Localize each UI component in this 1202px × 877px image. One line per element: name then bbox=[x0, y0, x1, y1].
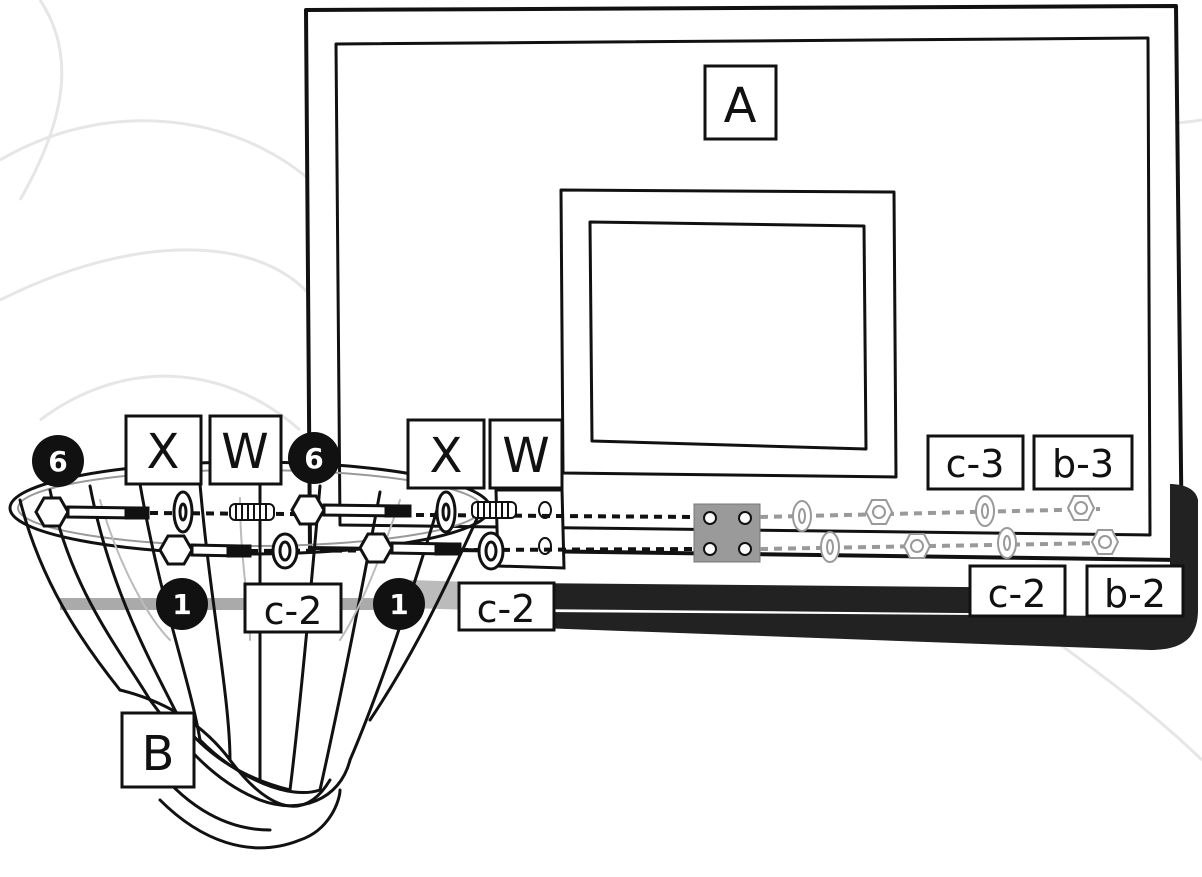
net bbox=[18, 482, 482, 850]
callout-1-right: 1 bbox=[373, 578, 425, 630]
svg-text:c-2: c-2 bbox=[477, 587, 536, 631]
svg-text:c-2: c-2 bbox=[264, 589, 323, 633]
label-spring-w-right: W bbox=[488, 418, 564, 490]
svg-text:b-2: b-2 bbox=[1104, 572, 1166, 616]
target-square-inner bbox=[588, 220, 868, 451]
spring-w-left bbox=[229, 503, 275, 521]
label-rim-b: B bbox=[120, 711, 196, 789]
quantity-callouts: 6 6 1 1 bbox=[32, 432, 425, 630]
callout-6-right: 6 bbox=[288, 432, 340, 484]
bolt-6-left bbox=[34, 496, 150, 528]
label-c2-right: c-2 bbox=[968, 564, 1067, 618]
svg-text:c-3: c-3 bbox=[946, 442, 1005, 486]
label-c2-mid: c-2 bbox=[457, 581, 556, 632]
svg-text:A: A bbox=[724, 78, 757, 134]
callout-6-left: 6 bbox=[32, 435, 84, 487]
spring-w-right bbox=[471, 501, 517, 519]
svg-text:1: 1 bbox=[172, 588, 191, 621]
label-washer-x-left: X bbox=[124, 414, 203, 486]
left-hardware bbox=[34, 490, 517, 571]
svg-text:X: X bbox=[147, 424, 180, 480]
label-c2-left: c-2 bbox=[243, 582, 343, 634]
label-c3: c-3 bbox=[926, 434, 1025, 491]
bolt-6-right bbox=[290, 494, 412, 526]
bolt-1-right bbox=[358, 532, 462, 564]
label-washer-x-right: X bbox=[406, 418, 486, 490]
svg-text:1: 1 bbox=[389, 588, 408, 621]
label-b2: b-2 bbox=[1085, 564, 1185, 618]
label-spring-w-left: W bbox=[208, 414, 283, 486]
nut-b3-b bbox=[1066, 495, 1096, 521]
svg-text:b-3: b-3 bbox=[1052, 442, 1114, 486]
backboard-bracket-plate bbox=[693, 503, 761, 563]
support-arm bbox=[410, 484, 1198, 650]
nut-b2-b bbox=[1090, 529, 1120, 555]
label-backboard-a: A bbox=[703, 64, 778, 141]
svg-text:c-2: c-2 bbox=[988, 572, 1047, 616]
backboard bbox=[304, 4, 1184, 562]
svg-text:W: W bbox=[502, 428, 549, 484]
bolt-1-left bbox=[158, 534, 252, 566]
part-labels: A B X W X W c-2 c-2 bbox=[120, 64, 1185, 789]
svg-text:X: X bbox=[430, 428, 463, 484]
label-b3: b-3 bbox=[1032, 434, 1134, 491]
callout-1-left: 1 bbox=[156, 578, 208, 630]
nut-b2-a bbox=[902, 533, 932, 559]
svg-text:6: 6 bbox=[48, 445, 67, 478]
svg-text:6: 6 bbox=[304, 442, 323, 475]
nut-b3-a bbox=[864, 499, 894, 525]
svg-text:B: B bbox=[142, 726, 175, 782]
svg-text:W: W bbox=[221, 424, 268, 480]
right-hardware bbox=[792, 495, 1120, 563]
